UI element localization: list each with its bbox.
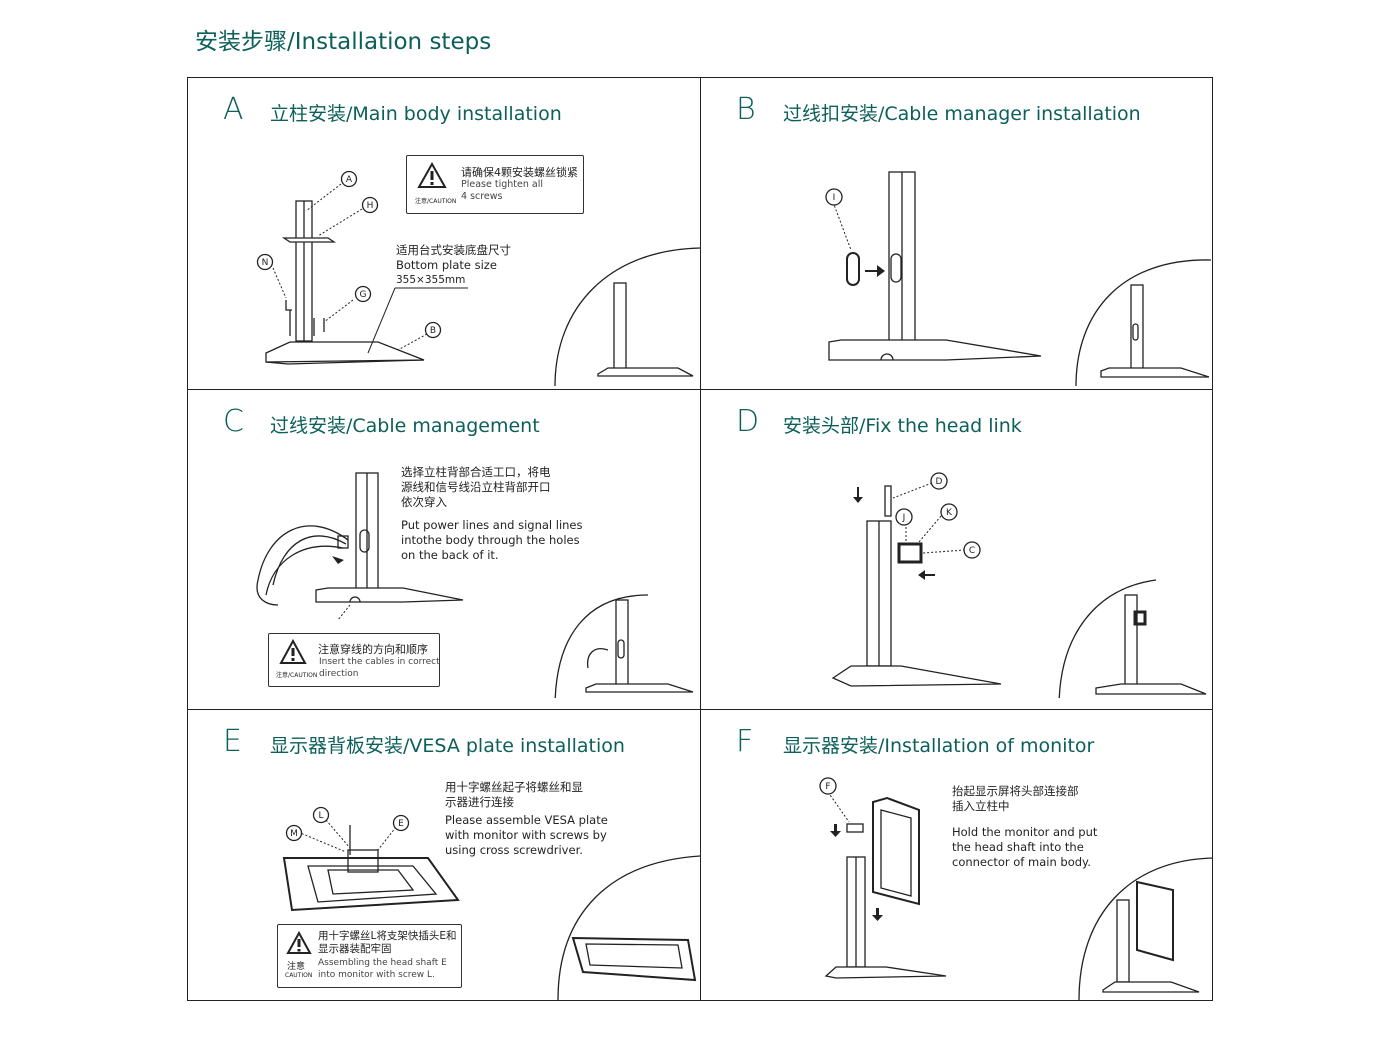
plate-size-cn: 适用台式安装底盘尺寸 [396,243,511,257]
arrow-left-icon [918,570,935,580]
step-letter: C [223,404,244,439]
arrow-down-icon [853,487,863,503]
main-body-diagram: A H N G B [256,170,700,386]
caution-tag-cn: 注意 [287,962,306,972]
callout-g-label: G [360,290,367,300]
grid-divider-row-1 [187,389,1213,390]
plate-size-value: 355×355mm [396,274,466,286]
panel-f: F 显示器安装/Installation of monitor F 抬起显示屏将… [701,710,1213,1000]
instruction-cn: 抬起显示屏将头部连接部 插入立柱中 [952,784,1079,813]
panel-b: B 过线扣安装/Cable manager installation I [701,78,1213,386]
caution-box: 用十字螺丝L将支架快插头E和 显示器装配牢固 Assembling the he… [277,924,462,988]
caution-tag-en: CAUTION [285,972,313,979]
cable-routing-diagram [256,472,694,698]
caution-cn: 请确保4颗安装螺丝锁紧 [461,166,578,179]
callout-c-label: C [969,546,975,556]
step-title: 安装头部/Fix the head link [783,415,1022,437]
monitor-install-diagram: F [819,777,1213,1000]
caution-en: Assembling the head shaft E into monitor… [318,958,447,980]
callout-b-label: B [430,326,436,336]
instruction-cn: 用十字螺丝起子将螺丝和显 示器进行连接 [445,780,583,809]
step-title: 过线安装/Cable management [270,415,540,437]
page-title: 安装步骤/Installation steps [195,29,492,55]
instruction-en: Put power lines and signal lines intothe… [401,518,583,562]
grid-divider-row-2 [187,709,1213,710]
caution-en: Please tighten all 4 screws [461,179,543,202]
arrow-down-icon [830,824,841,837]
instruction-en: Please assemble VESA plate with monitor … [445,813,608,857]
step-title: 立柱安装/Main body installation [270,103,562,125]
panel-e: E 显示器背板安装/VESA plate installation L M E … [188,710,700,1000]
callout-a-label: A [346,175,353,185]
arrow-right-icon [865,265,885,277]
panel-d: D 安装头部/Fix the head link D J [701,390,1213,698]
warning-icon [417,162,447,188]
step-letter: A [223,92,244,127]
caution-en: Insert the cables in correct direction [319,657,440,679]
instruction-en: Hold the monitor and put the head shaft … [952,825,1098,869]
panel-c: C 过线安装/Cable management 选择立柱背部合适工口，将电 源线… [188,390,700,698]
vesa-plate-diagram: L M E [282,806,700,1000]
grid-divider-vertical [700,77,701,1001]
callout-l-label: L [318,811,323,821]
head-link-diagram: D J K C [831,472,1207,698]
callout-i-label: I [833,193,836,203]
callout-d-label: D [936,477,943,487]
caution-tag: 注意/CAUTION [415,198,457,205]
step-title: 显示器背板安装/VESA plate installation [270,735,625,757]
step-title: 显示器安装/Installation of monitor [783,735,1095,757]
caution-tag: 注意/CAUTION [276,672,318,679]
step-letter: B [736,92,756,127]
callout-f-label: F [825,782,830,792]
step-letter: E [223,724,242,759]
arrow-icon [332,556,344,564]
panel-a: A 立柱安装/Main body installation [188,78,700,386]
callout-h-label: H [367,201,374,211]
cable-manager-diagram: I [825,171,1212,386]
callout-m-label: M [290,829,298,839]
callout-j-label: J [902,513,906,523]
step-letter: F [736,724,754,759]
warning-icon [286,931,312,954]
caution-box: 请确保4颗安装螺丝锁紧 Please tighten all 4 screws … [406,155,584,214]
plate-size-en: Bottom plate size [396,258,497,272]
step-letter: D [736,404,760,439]
callout-k-label: K [946,508,953,518]
warning-icon [279,639,307,664]
instruction-cn: 选择立柱背部合适工口，将电 源线和信号线沿立柱背部开口 依次穿入 [401,465,551,509]
step-title: 过线扣安装/Cable manager installation [783,103,1141,125]
arrow-down-icon [872,908,883,921]
caution-cn: 用十字螺丝L将支架快插头E和 显示器装配牢固 [318,930,457,955]
caution-box: 注意穿线的方向和顺序 Insert the cables in correct … [268,633,440,687]
caution-cn: 注意穿线的方向和顺序 [318,643,428,656]
callout-e-label: E [398,819,404,829]
callout-n-label: N [262,258,269,268]
